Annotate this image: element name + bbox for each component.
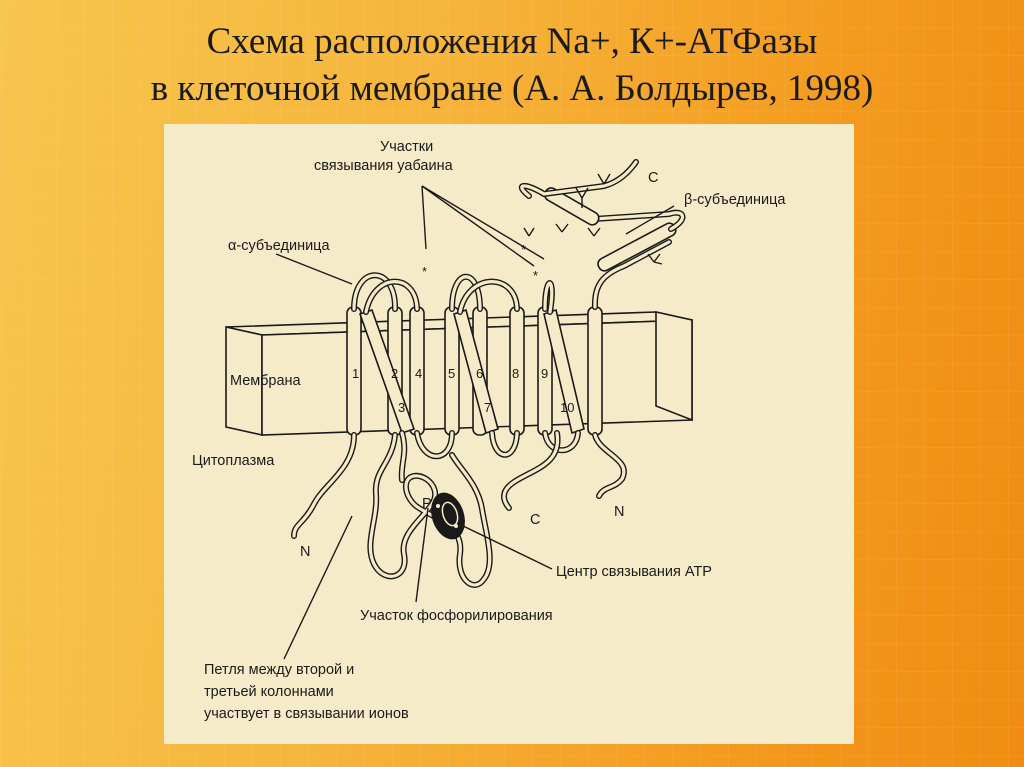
label-alpha-subunit: α-субъединица <box>228 238 330 254</box>
title-line-2: в клеточной мембране (А. А. Болдырев, 19… <box>0 65 1024 112</box>
label-c-top: C <box>648 170 658 186</box>
label-n-right: N <box>614 504 624 520</box>
label-phosphorylation-site: Участок фосфорилирования <box>360 608 553 624</box>
helix-number-2: 2 <box>391 366 398 381</box>
label-p: P <box>422 496 432 512</box>
leader-alpha <box>276 254 352 284</box>
helix-number-1: 1 <box>352 366 359 381</box>
label-ouabain-line-1: Участки <box>380 139 433 155</box>
svg-text:*: * <box>422 264 427 279</box>
label-beta-subunit: β-субъединица <box>684 192 786 208</box>
label-cytoplasm: Цитоплазма <box>192 453 275 469</box>
extracellular-loops <box>354 275 552 312</box>
label-n-left: N <box>300 544 310 560</box>
label-loop-line-1: Петля между второй и <box>204 662 354 678</box>
leader-ouabain-2 <box>422 186 534 266</box>
title-line-1: Схема расположения Na+, К+-АТФазы <box>0 18 1024 65</box>
svg-text:*: * <box>521 242 526 257</box>
slide-title: Схема расположения Na+, К+-АТФазы в клет… <box>0 18 1024 112</box>
na-k-atpase-diagram: * * * 1 2 3 4 5 6 7 8 9 10 Участки связы… <box>164 124 854 744</box>
figure-panel: * * * 1 2 3 4 5 6 7 8 9 10 Участки связы… <box>164 124 854 744</box>
helix-number-9: 9 <box>541 366 548 381</box>
helix-number-7: 7 <box>484 400 491 415</box>
leader-ouabain-1 <box>422 186 426 249</box>
helix-number-5: 5 <box>448 366 455 381</box>
label-atp-binding-center: Центр связывания АТР <box>556 564 712 580</box>
helix-beta <box>588 307 602 435</box>
leader-atp <box>459 524 552 569</box>
label-ouabain-line-2: связывания уабаина <box>314 158 454 174</box>
label-c-bottom: C <box>530 512 540 528</box>
ouabain-site-markers: * * * <box>422 242 538 283</box>
svg-text:*: * <box>533 268 538 283</box>
helix-number-6: 6 <box>476 366 483 381</box>
helix-number-3: 3 <box>398 400 405 415</box>
label-loop-line-2: третьей колоннами <box>204 684 334 700</box>
label-loop-line-3: участвует в связывании ионов <box>204 706 409 722</box>
helix-number-10: 10 <box>560 400 574 415</box>
helix-number-4: 4 <box>415 366 422 381</box>
label-membrane: Мембрана <box>230 373 302 389</box>
helix-number-8: 8 <box>512 366 519 381</box>
